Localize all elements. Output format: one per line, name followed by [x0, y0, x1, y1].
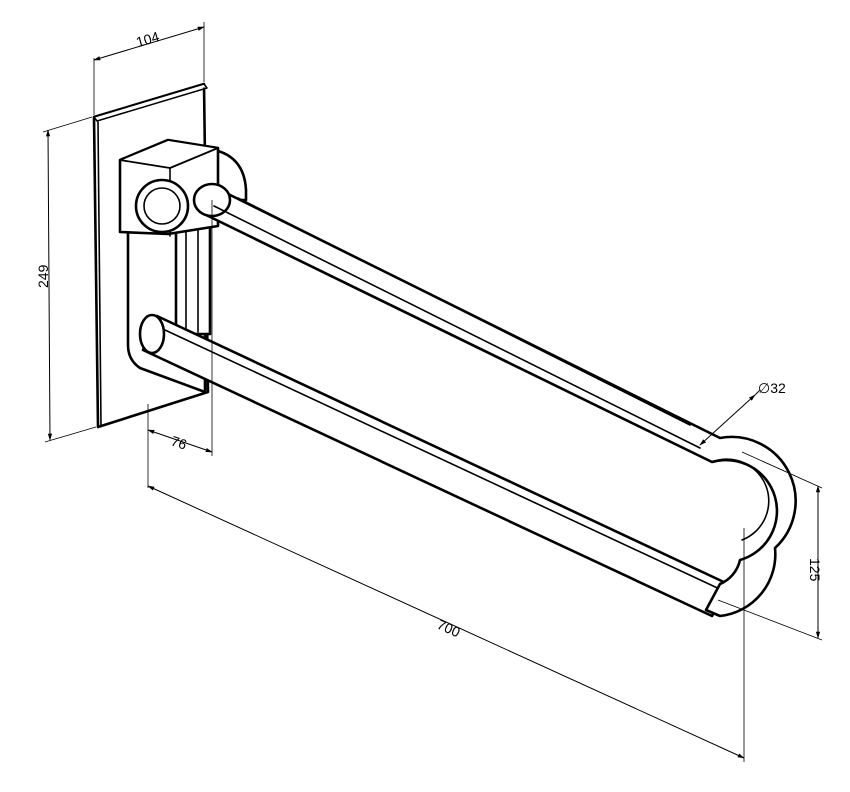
dimension-tube-diameter: ∅32 [699, 380, 786, 446]
hinge-housing [118, 138, 220, 237]
dimension-bar-length: 700 [147, 485, 745, 762]
dimension-plate-height: 249 [35, 116, 97, 443]
dim-label-plate-height: 249 [35, 264, 51, 288]
lower-rail [138, 313, 730, 618]
dimension-plate-width: 104 [93, 22, 205, 115]
dim-label-plate-width: 104 [134, 28, 161, 50]
dim-label-rail-spacing: 125 [807, 558, 823, 582]
dimension-rail-spacing: 125 [717, 451, 823, 641]
dim-label-bar-length: 700 [435, 616, 463, 640]
dim-label-wall-offset: 76 [169, 433, 189, 453]
dimension-wall-offset: 76 [147, 200, 213, 488]
dim-label-tube-diameter: ∅32 [758, 380, 786, 396]
